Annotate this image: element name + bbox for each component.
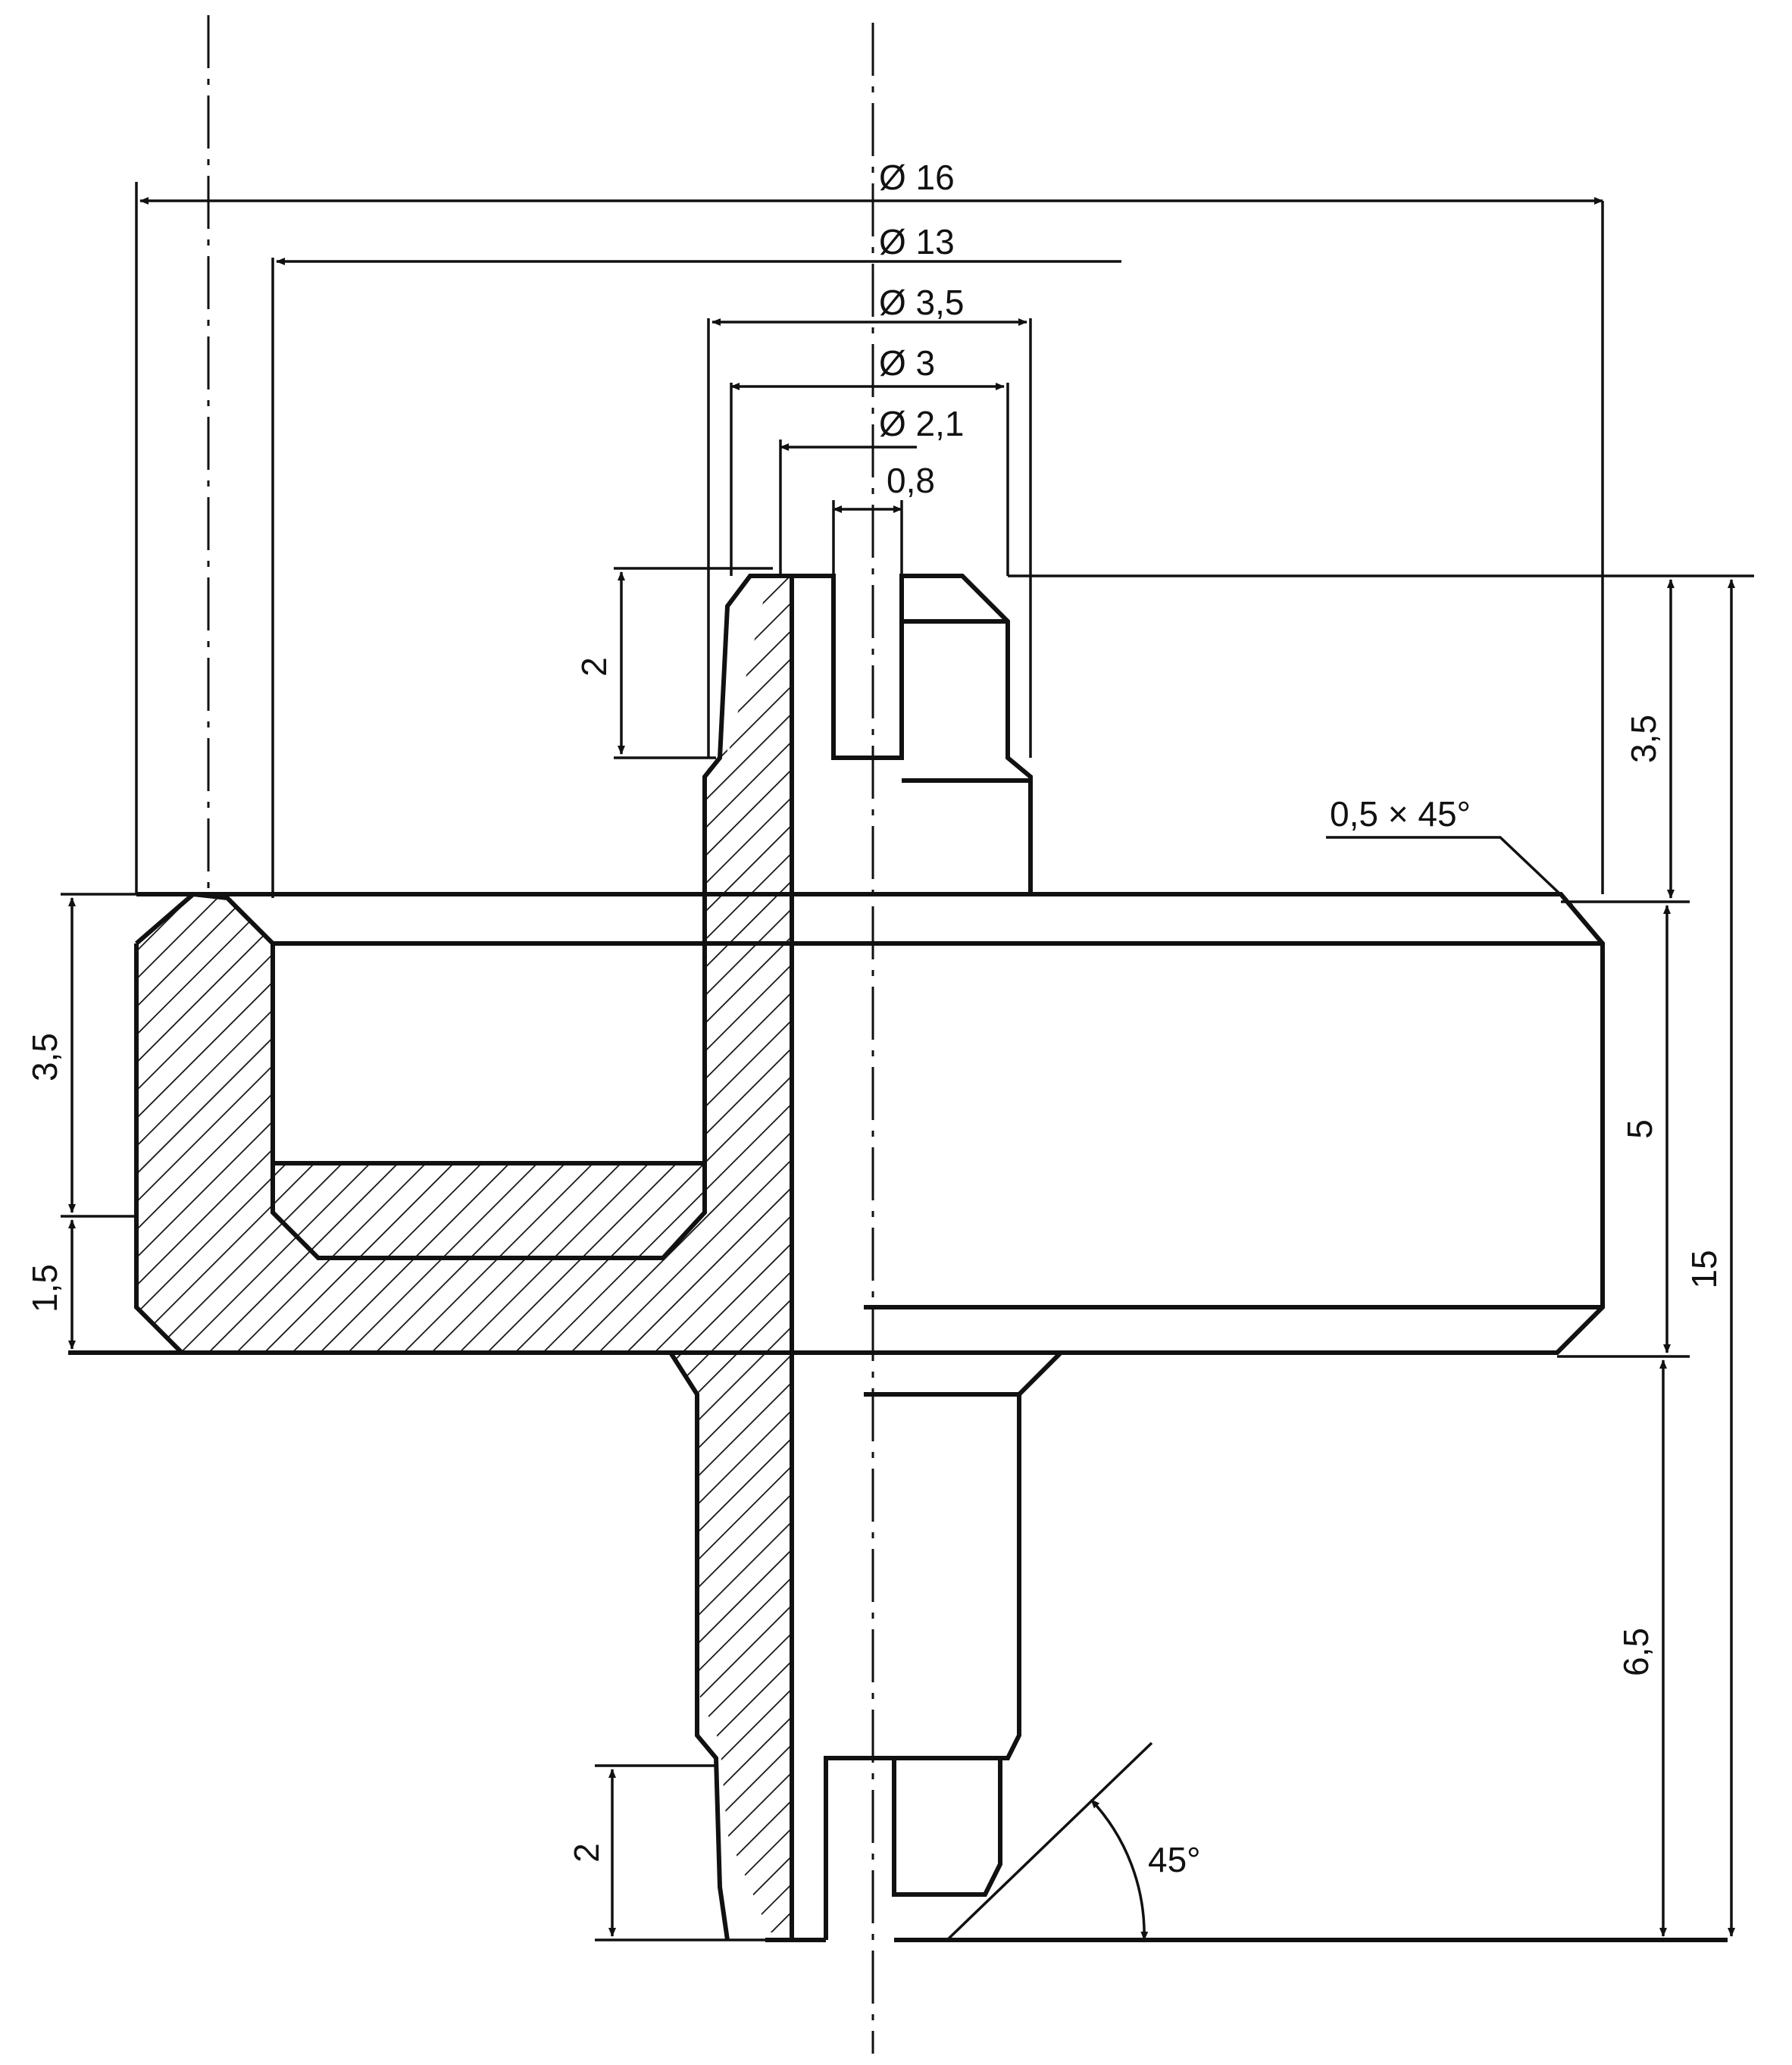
label-d3: Ø 3	[879, 343, 935, 383]
label-right-5: 5	[1620, 1119, 1659, 1139]
web-inner-pocket	[271, 1163, 707, 1260]
label-total-15: 15	[1684, 1250, 1724, 1288]
label-chamfer: 0,5 × 45°	[1330, 794, 1471, 834]
label-d3-5: Ø 3,5	[879, 283, 965, 322]
label-right-6-5: 6,5	[1616, 1628, 1656, 1676]
hub-left-outline	[134, 943, 730, 1941]
angle-leg	[946, 1741, 1153, 1941]
angle-arc	[1090, 1798, 1149, 1941]
hub-upper-left	[702, 574, 792, 894]
label-d2-1: Ø 2,1	[879, 404, 965, 443]
hatched-section-rim	[136, 576, 792, 1932]
label-angle-45: 45°	[1148, 1840, 1201, 1879]
label-left-1-5: 1,5	[25, 1264, 64, 1313]
label-right-3-5: 3,5	[1624, 715, 1663, 763]
label-d16: Ø 16	[879, 158, 955, 197]
label-slot: 0,8	[887, 461, 935, 500]
lower-stub-outline	[824, 1756, 1002, 1942]
lower-hub-outline	[864, 1350, 1063, 1760]
label-top-2: 2	[574, 657, 614, 677]
top-hub-outline	[792, 574, 1033, 894]
label-left-3-5: 3,5	[25, 1033, 64, 1081]
label-bottom-2: 2	[567, 1843, 606, 1863]
gear-body-right	[864, 892, 1605, 1355]
chamfer-leader	[1326, 836, 1574, 907]
label-d13: Ø 13	[879, 222, 955, 261]
